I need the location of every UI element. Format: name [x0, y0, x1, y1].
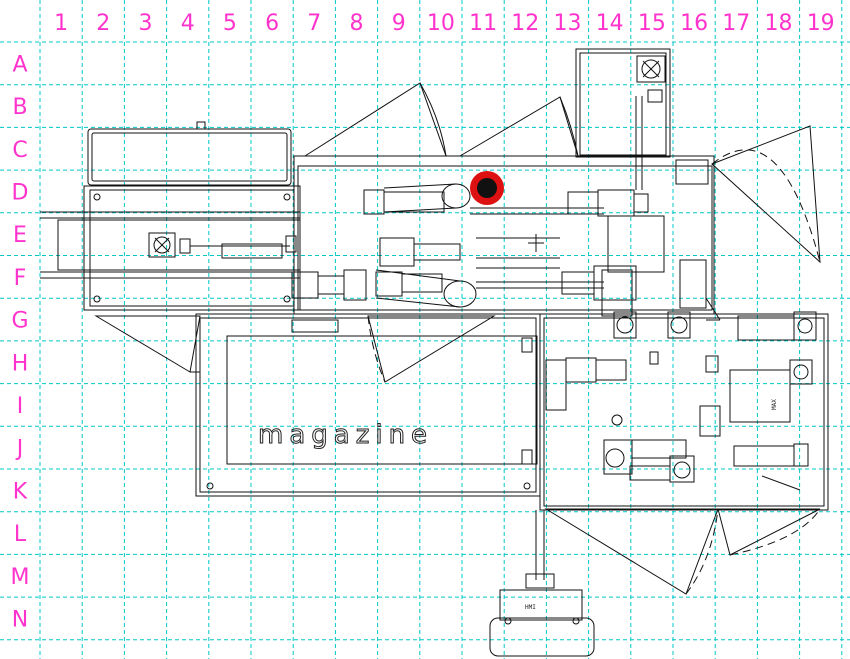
position-marker — [470, 171, 504, 205]
column-label: 2 — [96, 11, 110, 36]
top-left-cabinet — [87, 121, 292, 186]
column-label: 14 — [596, 11, 624, 36]
column-label: 18 — [765, 11, 793, 36]
row-label: H — [12, 351, 29, 376]
column-label: 17 — [722, 11, 750, 36]
column-label: 4 — [181, 11, 195, 36]
column-label: 13 — [554, 11, 582, 36]
row-label: M — [11, 565, 30, 590]
machine-outline — [40, 48, 829, 657]
left-conveyor — [40, 185, 301, 311]
row-label: I — [17, 394, 24, 419]
row-label: E — [13, 223, 27, 248]
column-label: 7 — [307, 11, 321, 36]
row-label: F — [14, 266, 27, 291]
hmi-label: HMI — [525, 604, 536, 611]
left-fan-box — [148, 232, 297, 259]
lower-right-cell — [539, 313, 829, 511]
row-label: B — [12, 95, 27, 120]
column-label: 1 — [54, 11, 68, 36]
column-label: 6 — [265, 11, 279, 36]
row-label: G — [11, 309, 28, 334]
row-label: D — [12, 180, 29, 205]
row-label: N — [12, 607, 28, 632]
column-label: 9 — [392, 11, 406, 36]
max-label: MAX — [771, 399, 778, 410]
column-label: 19 — [807, 11, 835, 36]
column-label: 10 — [427, 11, 455, 36]
hmi-station — [489, 510, 595, 657]
column-label: 11 — [469, 11, 497, 36]
row-label: L — [14, 522, 27, 547]
row-label: K — [13, 479, 28, 504]
magazine-label: magazine — [258, 420, 433, 450]
row-label: C — [12, 138, 27, 163]
column-label: 15 — [638, 11, 666, 36]
column-label: 5 — [223, 11, 237, 36]
upper-drive — [363, 183, 649, 217]
lower-drive — [291, 234, 637, 308]
right-machinery — [601, 215, 817, 341]
column-label: 3 — [139, 11, 153, 36]
row-label: J — [15, 437, 24, 462]
guard-panels — [94, 82, 821, 595]
column-label: 12 — [511, 11, 539, 36]
column-label: 8 — [350, 11, 364, 36]
row-label: A — [12, 52, 27, 77]
column-label: 16 — [680, 11, 708, 36]
